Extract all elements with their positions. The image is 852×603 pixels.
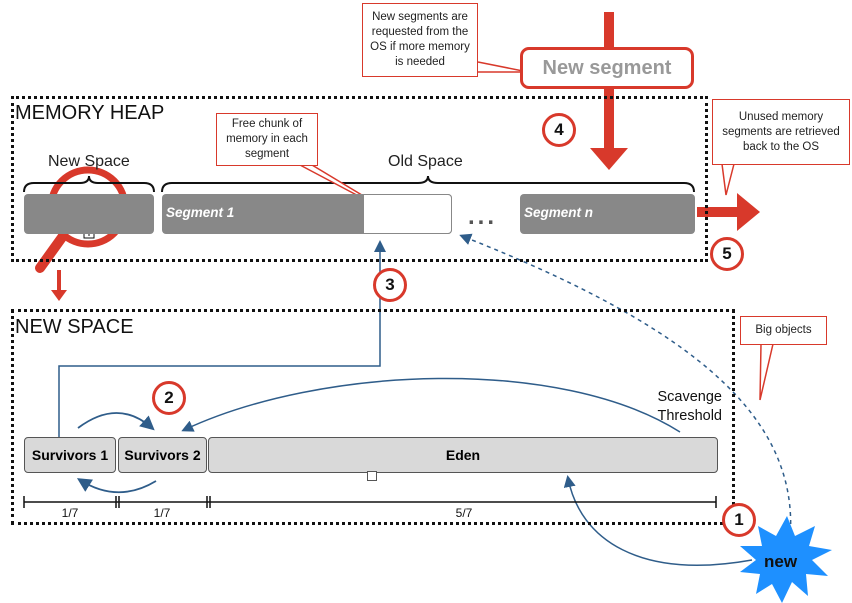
zoom-down-arrow [51, 270, 67, 301]
survivors-1-bar: Survivors 1 [24, 437, 116, 473]
survivors-2-label: Survivors 2 [124, 447, 201, 463]
new-space-title: NEW SPACE [15, 316, 134, 338]
fraction-survivors-1: 1/7 [61, 506, 79, 520]
step-4-marker: 4 [542, 113, 576, 147]
fraction-eden: 5/7 [455, 506, 473, 520]
scavenge-threshold-text: Scavenge Threshold [657, 389, 723, 424]
segment-1-label: Segment 1 [166, 205, 235, 220]
big-objects-callout-text: Big objects [755, 324, 812, 336]
new-space-brace [23, 175, 155, 193]
new-space-label: New Space [48, 153, 130, 170]
new-space-box [11, 309, 735, 525]
new-segment-box: New segment [520, 47, 694, 89]
step-3-marker: 3 [373, 268, 407, 302]
unused-memory-callout: Unused memory segments are retrieved bac… [712, 99, 850, 165]
survivors-2-bar: Survivors 2 [118, 437, 207, 473]
new-object-burst [740, 516, 832, 603]
unused-memory-callout-pointer [721, 163, 735, 196]
step-1-marker: 1 [722, 503, 756, 537]
segment-n-label: Segment n [524, 205, 594, 220]
old-space-label: Old Space [388, 153, 463, 170]
eden-handle-icon [367, 471, 377, 481]
new-segment-label: New segment [542, 56, 672, 79]
step-5-marker: 5 [710, 237, 744, 271]
step-2-marker: 2 [152, 381, 186, 415]
new-space-segment [24, 194, 154, 234]
fraction-survivors-2: 1/7 [153, 506, 171, 520]
memory-heap-title: MEMORY HEAP [15, 102, 165, 124]
survivors-1-label: Survivors 1 [31, 447, 109, 463]
promote-to-old-space-arrow [58, 240, 386, 438]
new-segments-callout: New segments are requested from the OS i… [362, 3, 478, 77]
big-objects-callout: Big objects [740, 316, 827, 345]
new-burst-label: new [764, 552, 798, 571]
old-space-brace [161, 175, 695, 193]
return-to-os-arrow [697, 193, 760, 231]
allocation-arrow [563, 475, 753, 566]
free-chunk-callout-text: Free chunk of memory in each segment [226, 118, 308, 160]
scavenge-arrow [181, 377, 681, 433]
survivors-swap-bottom-arrow [76, 478, 157, 494]
memory-heap-box [11, 96, 708, 262]
unused-memory-callout-text: Unused memory segments are retrieved bac… [722, 110, 840, 153]
big-objects-callout-pointer [759, 343, 774, 401]
big-objects-dashed-arrow [459, 233, 792, 541]
new-segments-callout-text: New segments are requested from the OS i… [370, 11, 470, 68]
scavenge-threshold-label: Scavenge Threshold [630, 388, 723, 426]
survivors-swap-top-arrow [77, 412, 155, 431]
free-chunk-callout: Free chunk of memory in each segment [216, 113, 318, 166]
segment-n: Segment n [520, 194, 695, 234]
fraction-ruler [23, 496, 717, 508]
free-chunk [363, 194, 452, 234]
segments-ellipsis: ... [468, 203, 498, 230]
eden-label: Eden [445, 447, 481, 463]
eden-bar: Eden [208, 437, 718, 473]
